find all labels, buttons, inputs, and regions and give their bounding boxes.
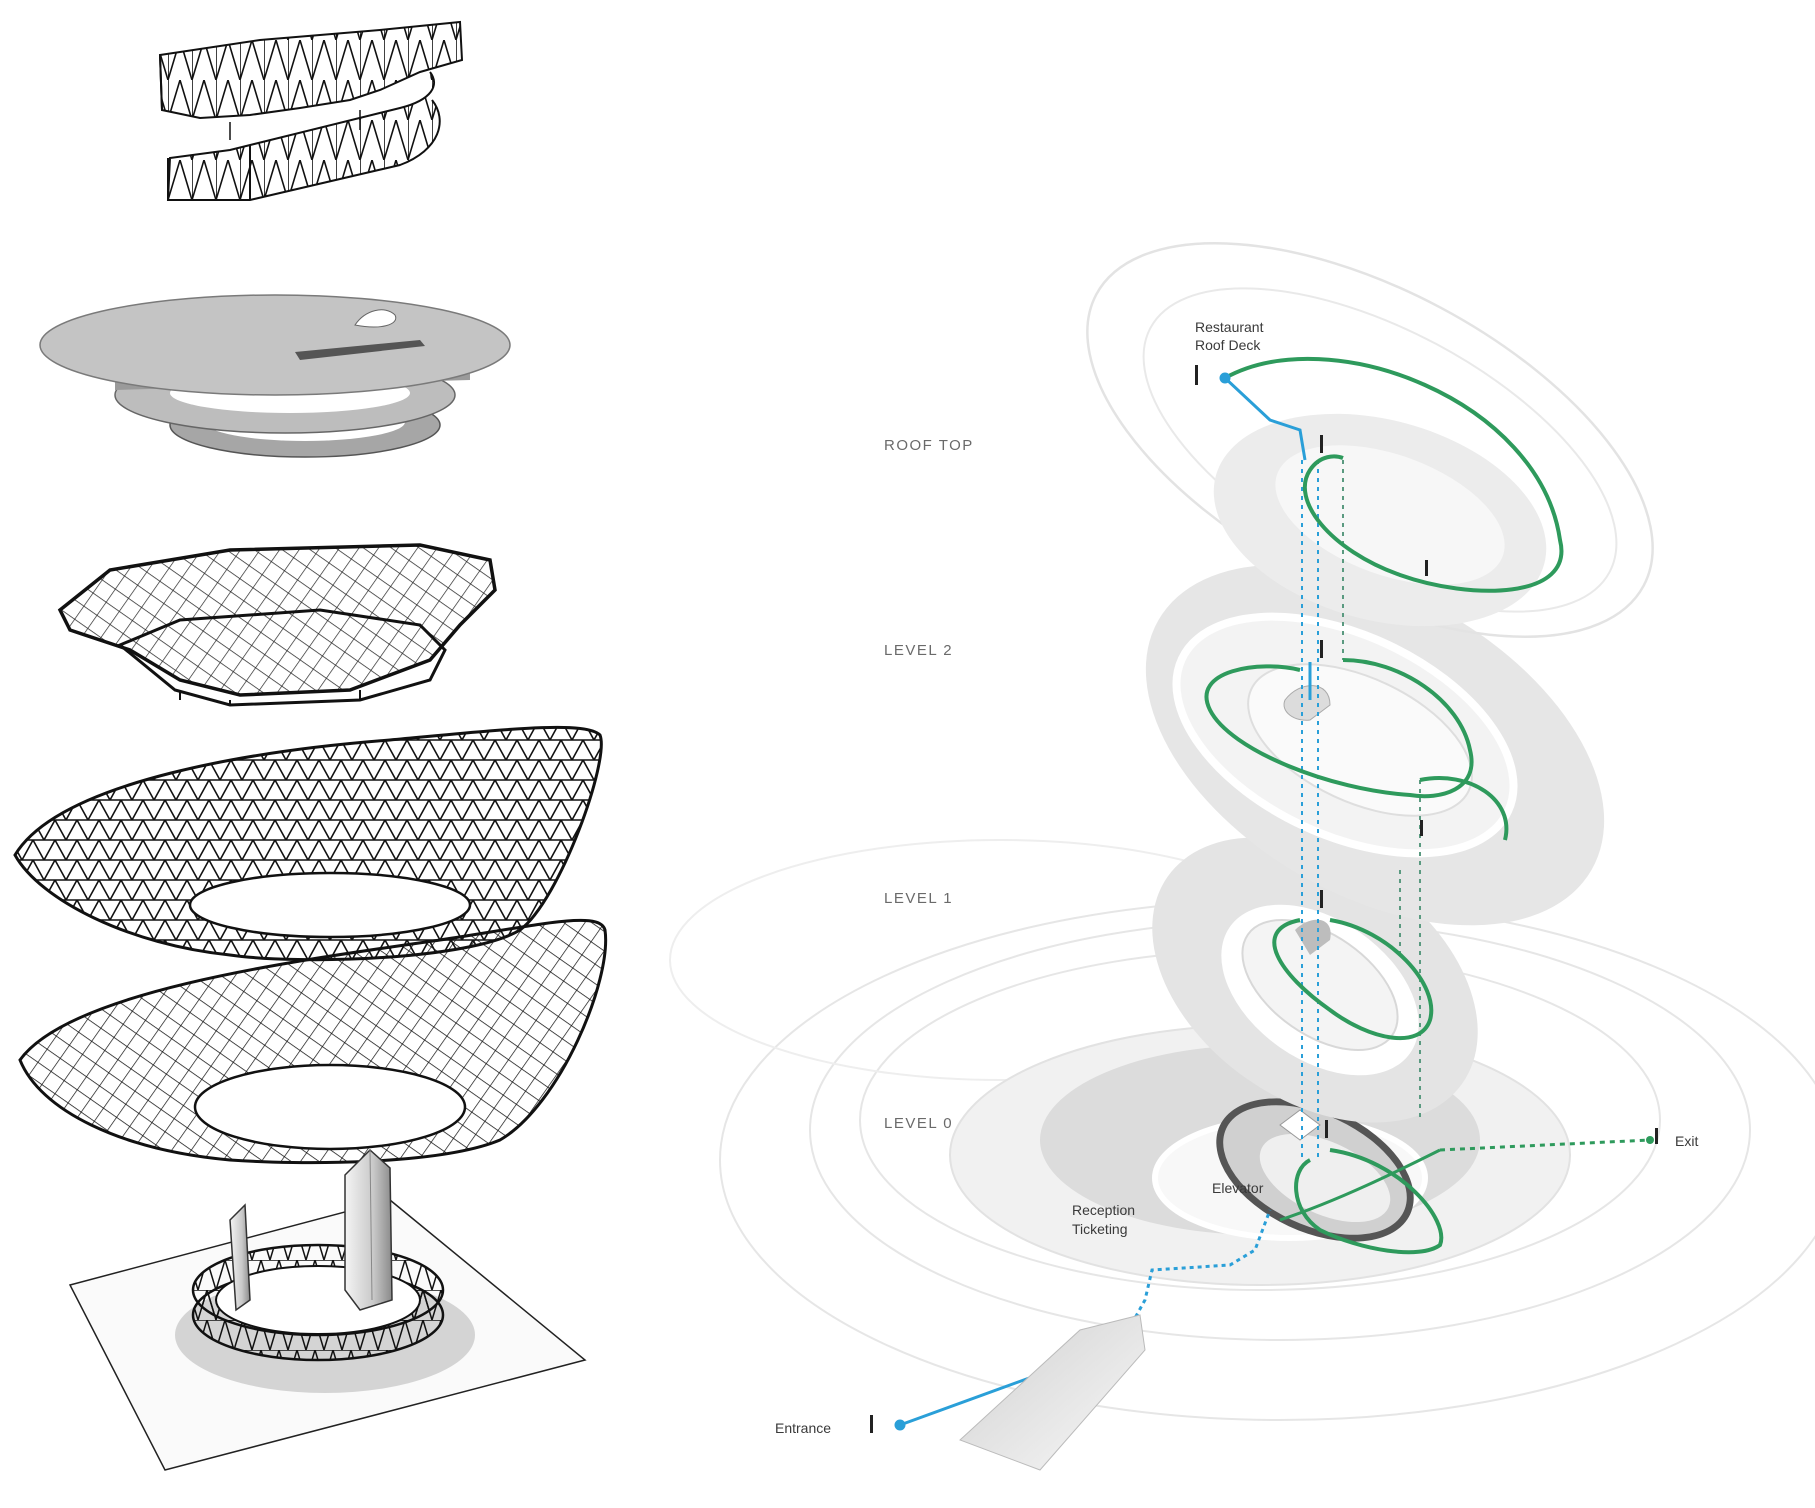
green-circulation: [1204, 356, 1564, 1255]
exit-path: [1439, 1136, 1654, 1152]
label-level-0: LEVEL 0: [884, 1115, 953, 1132]
label-roof-top: ROOF TOP: [884, 437, 974, 454]
roof-frame: [57, 543, 497, 707]
elevator-label: Elevator: [1212, 1180, 1264, 1196]
exit-label: Exit: [1675, 1133, 1698, 1149]
label-level-2: LEVEL 2: [884, 642, 953, 659]
truss-shell: [13, 725, 603, 962]
restaurant-label-line1: Restaurant: [1195, 319, 1264, 335]
roof-top-disc: [1086, 241, 1654, 639]
reception-label-line2: Ticketing: [1072, 1221, 1128, 1237]
ribbon-truss: [158, 20, 464, 201]
circulation-diagram: ROOF TOP LEVEL 2 LEVEL 1 LEVEL 0 Restaur…: [669, 241, 1815, 1471]
label-level-1: LEVEL 1: [884, 890, 953, 907]
base-plate: [68, 1148, 587, 1471]
vertical-connectors: [1301, 460, 1421, 1160]
exploded-structure-column: [13, 20, 608, 1471]
reception-label-line1: Reception: [1072, 1202, 1135, 1218]
roof-plates: [39, 294, 511, 458]
person-icons: [870, 365, 1658, 1433]
entrance-ramp: [959, 1314, 1146, 1471]
entrance-label: Entrance: [775, 1420, 831, 1436]
restaurant-label-line2: Roof Deck: [1195, 337, 1261, 353]
